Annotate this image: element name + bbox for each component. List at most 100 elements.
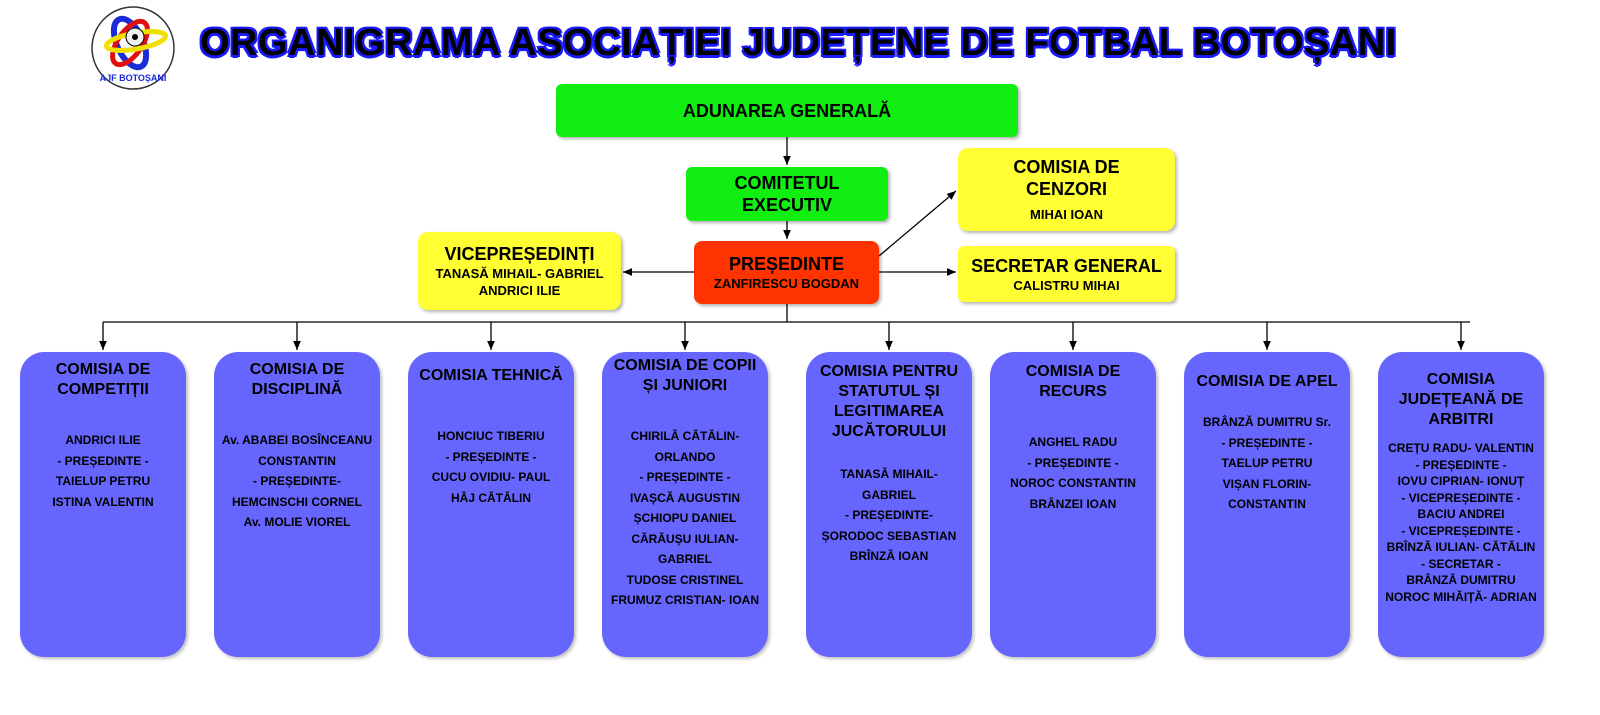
commission-title: COMISIA DE COPII ȘI JUNIORI [604, 356, 766, 396]
commission-member-line: HÂJ CĂTĂLIN [451, 490, 531, 505]
commission-title-line: COMPETIȚII [57, 381, 149, 398]
commission-box: COMISIA DE RECURS ANGHEL RADU - PREȘEDINTE … [990, 352, 1156, 657]
adunarea-label: ADUNAREA GENERALĂ [682, 100, 892, 121]
commission-member-line: - VICEPREȘEDINTE - [1401, 523, 1521, 538]
vicepresedinti-box: VICEPREȘEDINȚI TANASĂ MIHAIL- GABRIEL AN… [418, 232, 621, 310]
commission-member-line: IOVU CIPRIAN- IONUȚ [1397, 474, 1525, 488]
secretar-member: CALISTRU MIHAI [1013, 277, 1120, 293]
commission-member-line: GABRIEL [862, 487, 916, 502]
commission-member-line: ANDRICI ILIE [65, 433, 141, 447]
commission-box: COMISIA DE APEL BRÂNZĂ DUMITRU Sr. - PREȘE… [1184, 352, 1350, 657]
cenzori-member: MIHAI IOAN [1030, 207, 1103, 222]
vicepresedinte-1: TANASĂ MIHAIL- GABRIEL [435, 266, 604, 281]
commission-member-line: CONSTANTIN [258, 453, 336, 468]
commission-title-line: COMISIA DE [55, 361, 151, 378]
commission-member-line: - PREȘEDINTE- [252, 474, 341, 488]
commission-title: COMISIA DE APEL [1186, 372, 1348, 392]
commission-member-line: BRÂNZĂ DUMITRU [1406, 573, 1516, 587]
commission-member-line: BACIU ANDREI [1417, 507, 1505, 521]
commission-member-line: ORLANDO [654, 449, 716, 464]
commission-member-line: IVAȘCĂ AUGUSTIN [629, 490, 740, 505]
commission-title-line: JUCĂTORULUI [831, 423, 947, 440]
commission-title-line: COMISIA DE APEL [1196, 373, 1338, 390]
commission-title: COMISIA JUDEȚEANĂ DE ARBITRI [1380, 370, 1542, 430]
commission-box: COMISIA TEHNICĂ HONCIUC TIBERIU - PREȘEDIN… [408, 352, 574, 657]
commission-title-line: ȘI JUNIORI [642, 377, 728, 394]
commission-member-line: ȘORODOC SEBASTIAN [821, 528, 957, 543]
commission-box: COMISIA PENTRU STATUTUL ȘI LEGITIMAREA JUCĂ… [806, 352, 972, 657]
commission-member-line: TUDOSE CRISTINEL [626, 572, 744, 587]
adunarea-generala-box: ADUNAREA GENERALĂ [556, 84, 1018, 137]
secretar-general-box: SECRETAR GENERAL CALISTRU MIHAI [958, 246, 1175, 302]
presedinte-box: PREȘEDINTE ZANFIRESCU BOGDAN [694, 241, 879, 304]
commission-member-line: - SECRETAR - [1421, 556, 1501, 571]
commission-title-line: COMISIA PENTRU [819, 363, 959, 380]
cenzori-title-1: COMISIA DE [1013, 157, 1120, 177]
commission-box: COMISIA DE COPII ȘI JUNIORI CHIRILĂ CĂTĂLI… [602, 352, 768, 657]
commission-member-line: ANGHEL RADU [1028, 435, 1118, 449]
commission-member-line: FRUMUZ CRISTIAN- IOAN [611, 593, 759, 607]
commission-member-line: Av. ABABEI BOSÎNCEANU [221, 433, 373, 447]
commission-title-line: DISCIPLINĂ [251, 381, 343, 398]
page-title: ORGANIGRAMA ASOCIAȚIEI JUDEȚENE DE FOTBA… [200, 22, 1397, 64]
commission-title-line: COMISIA DE [249, 361, 345, 378]
commission-title-line: JUDEȚEANĂ DE [1398, 391, 1524, 408]
comitetul-label-1: COMITETUL [734, 173, 840, 193]
commission-member-line: - PREȘEDINTE - [1027, 455, 1119, 470]
presedinte-title: PREȘEDINTE [728, 254, 845, 274]
commission-title-line: COMISIA [1426, 371, 1496, 388]
commission-member-line: - PREȘEDINTE- [844, 508, 933, 522]
ajf-logo: AJF BOTOȘANI [90, 5, 176, 91]
commission-title: COMISIA DE RECURS [992, 362, 1154, 402]
commission-member-line: GABRIEL [658, 552, 712, 566]
cenzori-title-2: CENZORI [1026, 179, 1107, 199]
commission-title: COMISIA DE COMPETIȚII [22, 360, 184, 400]
commission-member-line: HEMCINSCHI CORNEL [231, 494, 362, 509]
commission-member-line: - PREȘEDINTE - [57, 453, 149, 468]
commission-member-line: CHIRILĂ CĂTĂLIN- [630, 429, 740, 443]
commission-member-line: - VICEPREȘEDINTE - [1401, 490, 1521, 505]
commission-member-line: - PREȘEDINTE - [639, 470, 731, 484]
commission-member-line: TANASĂ MIHAIL- [840, 467, 938, 481]
commission-member-line: BRÂNZĂ DUMITRU Sr. [1203, 415, 1331, 429]
commission-title-line: COMISIA DE [1025, 363, 1121, 380]
vicepresedinti-title: VICEPREȘEDINȚI [444, 244, 595, 264]
commission-member-line: ȘCHIOPU DANIEL [633, 511, 737, 525]
commission-member-line: VIȘAN FLORIN- [1222, 476, 1312, 491]
commission-title-line: LEGITIMAREA [833, 403, 945, 420]
commission-title: COMISIA DE DISCIPLINĂ [216, 360, 378, 400]
comitetul-label-2: EXECUTIV [741, 195, 833, 215]
commission-member-line: CĂRĂUȘU IULIAN- [631, 531, 739, 546]
commission-title-line: COMISIA TEHNICĂ [419, 367, 563, 384]
commission-member-line: BRÎNZĂ IOAN [849, 549, 929, 563]
commission-member-line: HONCIUC TIBERIU [437, 429, 545, 443]
commission-member-line: BRÎNZĂ IULIAN- CĂTĂLIN [1386, 540, 1536, 554]
commission-member-line: CONSTANTIN [1228, 497, 1306, 511]
vicepresedinte-2: ANDRICI ILIE [478, 283, 561, 298]
commission-member-line: CREȚU RADU- VALENTIN [1388, 441, 1534, 455]
commission-box: COMISIA JUDEȚEANĂ DE ARBITRI CREȚU RADU- VA… [1378, 352, 1544, 657]
commission-member-line: - PREȘEDINTE - [1221, 435, 1313, 450]
commission-member-line: ISTINA VALENTIN [52, 494, 154, 509]
commission-title: COMISIA PENTRU STATUTUL ȘI LEGITIMAREA JUCĂ… [808, 362, 970, 442]
presedinte-member: ZANFIRESCU BOGDAN [713, 276, 860, 291]
commission-title-line: RECURS [1039, 383, 1107, 400]
commission-member-line: TAIELUP PETRU [55, 474, 151, 488]
commission-member-line: Av. MOLIE VIOREL [243, 515, 351, 529]
svg-text:AJF BOTOȘANI: AJF BOTOȘANI [100, 73, 167, 83]
commission-member-line: - PREȘEDINTE - [445, 449, 537, 464]
secretar-title: SECRETAR GENERAL [971, 255, 1162, 276]
commission-title-line: ARBITRI [1428, 411, 1494, 428]
commission-title-line: STATUTUL ȘI [838, 383, 940, 400]
commission-box: COMISIA DE DISCIPLINĂ Av. ABABEI BOSÎNCEAN… [214, 352, 380, 657]
comitetul-executiv-box: COMITETUL EXECUTIV [686, 167, 888, 221]
commission-box: COMISIA DE COMPETIȚII ANDRICI ILIE - PREȘED… [20, 352, 186, 657]
commission-title-line: COMISIA DE COPII [613, 357, 757, 374]
comisia-cenzori-box: COMISIA DE CENZORI MIHAI IOAN [958, 148, 1175, 231]
commission-member-line: NOROC MIHĂIȚĂ- ADRIAN [1385, 589, 1537, 604]
commission-member-line: NOROC CONSTANTIN [1010, 476, 1136, 490]
commission-member-line: BRÂNZEI IOAN [1029, 496, 1117, 511]
commission-member-line: CUCU OVIDIU- PAUL [431, 470, 551, 484]
commission-member-line: - PREȘEDINTE - [1415, 457, 1507, 472]
